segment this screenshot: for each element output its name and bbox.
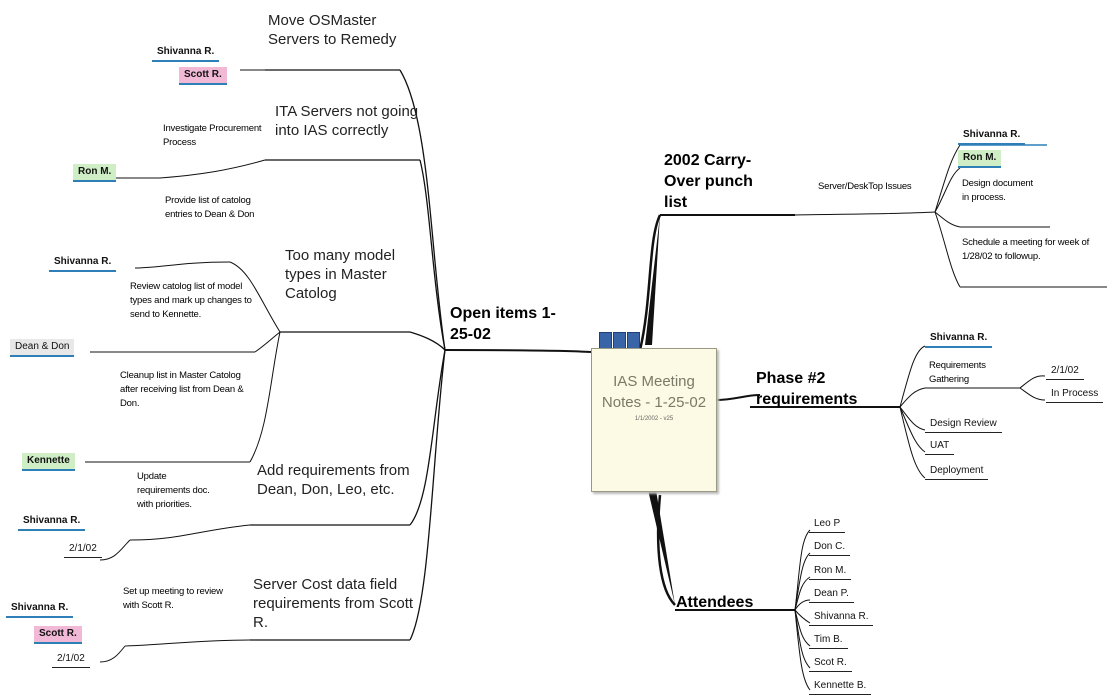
phase2-requirements[interactable]: Requirements Gathering xyxy=(929,360,986,385)
due-date[interactable]: 2/1/02 xyxy=(64,541,102,558)
topic-add-requirements[interactable]: Add requirements from Dean, Don, Leo, et… xyxy=(257,462,410,498)
person-tag[interactable]: Shivanna R. xyxy=(152,44,220,62)
attendee[interactable]: Tim B. xyxy=(809,632,848,649)
person-tag[interactable]: Dean & Don xyxy=(10,339,75,357)
person-tag[interactable]: Shivanna R. xyxy=(958,127,1026,145)
topic-ita-servers[interactable]: ITA Servers not going into IAS correctly xyxy=(275,103,419,139)
task-provide-list[interactable]: Provide list of catolog entries to Dean … xyxy=(165,195,255,220)
task-review-catolog[interactable]: Review catolog list of model types and m… xyxy=(130,281,252,320)
phase2-deployment[interactable]: Deployment xyxy=(925,463,989,480)
task-update-requirements[interactable]: Update requirements doc. with priorities… xyxy=(137,471,210,510)
person-tag[interactable]: Ron M. xyxy=(73,164,117,182)
topic-server-desktop[interactable]: Server/DeskTop Issues xyxy=(818,181,912,192)
attendee[interactable]: Leo P xyxy=(809,516,846,533)
attendee[interactable]: Ron M. xyxy=(809,563,852,580)
task-investigate[interactable]: Investigate Procurement Process xyxy=(163,123,262,148)
person-tag[interactable]: Scott R. xyxy=(34,626,82,644)
due-date[interactable]: 2/1/02 xyxy=(52,651,90,668)
person-tag[interactable]: Kennette xyxy=(22,453,75,471)
note-schedule-meeting[interactable]: Schedule a meeting for week of 1/28/02 t… xyxy=(962,237,1090,262)
phase2-uat[interactable]: UAT xyxy=(925,438,955,455)
topic-model-types[interactable]: Too many model types in Master Catolog xyxy=(285,247,396,302)
attendee[interactable]: Kennette B. xyxy=(809,678,872,695)
central-topic[interactable]: IAS Meeting Notes - 1-25-02 1/1/2002 - v… xyxy=(591,348,717,492)
branch-carry-over[interactable]: 2002 Carry-Over punch list xyxy=(664,152,753,211)
person-tag[interactable]: Shivanna R. xyxy=(49,254,117,272)
central-topic-title: IAS Meeting Notes - 1-25-02 xyxy=(601,373,707,411)
attendee[interactable]: Scot R. xyxy=(809,655,852,672)
branch-open-items[interactable]: Open items 1-25-02 xyxy=(450,305,556,343)
branch-phase2[interactable]: Phase #2 requirements xyxy=(756,370,858,408)
phase2-req-status[interactable]: In Process xyxy=(1046,386,1104,403)
person-tag[interactable]: Shivanna R. xyxy=(6,600,74,618)
person-tag[interactable]: Shivanna R. xyxy=(925,330,993,348)
attendee[interactable]: Dean P. xyxy=(809,586,854,603)
central-topic-date: 1/1/2002 - v25 xyxy=(634,416,674,422)
task-setup-meeting[interactable]: Set up meeting to review with Scott R. xyxy=(123,586,223,611)
attendee[interactable]: Don C. xyxy=(809,539,851,556)
branch-attendees[interactable]: Attendees xyxy=(676,594,754,611)
attendee[interactable]: Shivanna R. xyxy=(809,609,874,626)
person-tag[interactable]: Shivanna R. xyxy=(18,513,86,531)
topic-server-cost[interactable]: Server Cost data field requirements from… xyxy=(253,576,414,631)
topic-move-osmaster[interactable]: Move OSMaster Servers to Remedy xyxy=(268,12,397,48)
note-design-document[interactable]: Design document in process. xyxy=(962,178,1033,203)
person-tag[interactable]: Scott R. xyxy=(179,67,227,85)
phase2-design-review[interactable]: Design Review xyxy=(925,416,1002,433)
person-tag[interactable]: Ron M. xyxy=(958,150,1002,168)
phase2-req-date[interactable]: 2/1/02 xyxy=(1046,363,1084,380)
task-cleanup-list[interactable]: Cleanup list in Master Catolog after rec… xyxy=(120,370,244,409)
